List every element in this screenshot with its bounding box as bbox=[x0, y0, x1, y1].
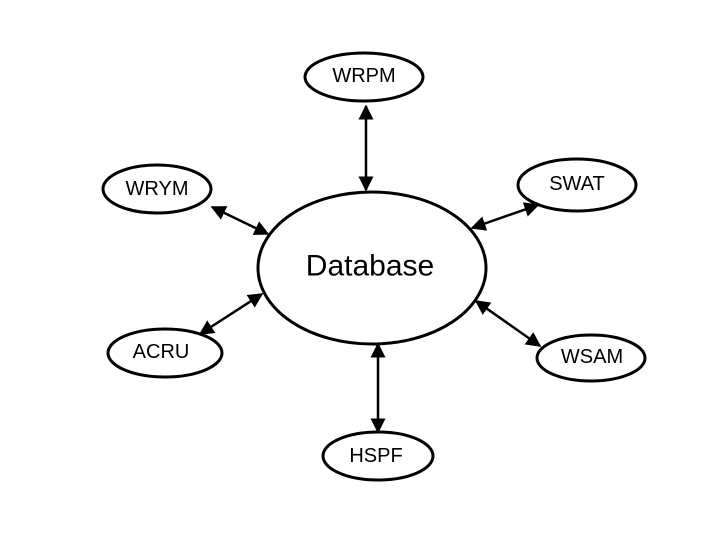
node-swat: SWAT bbox=[516, 157, 638, 213]
wrym-label: WRYM bbox=[126, 178, 189, 200]
swat-label: SWAT bbox=[549, 173, 605, 195]
node-hspf: HSPF bbox=[321, 430, 435, 482]
wsam-label: WSAM bbox=[561, 346, 623, 368]
node-acru: ACRU bbox=[106, 327, 224, 379]
acru-ellipse bbox=[106, 327, 224, 379]
edge-swat-database bbox=[470, 202, 540, 231]
edge-wrym-database bbox=[210, 205, 270, 236]
wsam-ellipse bbox=[535, 333, 647, 383]
edge-acru-database bbox=[198, 292, 264, 336]
node-wrym: WRYM bbox=[101, 163, 213, 215]
wrpm-ellipse bbox=[303, 51, 425, 103]
edges bbox=[198, 104, 542, 434]
edge-wsam-database bbox=[474, 299, 542, 348]
node-wsam: WSAM bbox=[535, 333, 647, 383]
swat-ellipse bbox=[516, 157, 638, 213]
acru-label: ACRU bbox=[133, 341, 190, 363]
database-label: Database bbox=[306, 250, 434, 283]
database-ellipse bbox=[256, 190, 488, 346]
wrym-ellipse bbox=[101, 163, 213, 215]
hspf-ellipse bbox=[321, 430, 435, 482]
hspf-label: HSPF bbox=[349, 445, 402, 467]
node-wrpm: WRPM bbox=[303, 51, 425, 103]
wrpm-label: WRPM bbox=[332, 65, 395, 87]
database-node: Database bbox=[256, 190, 488, 346]
